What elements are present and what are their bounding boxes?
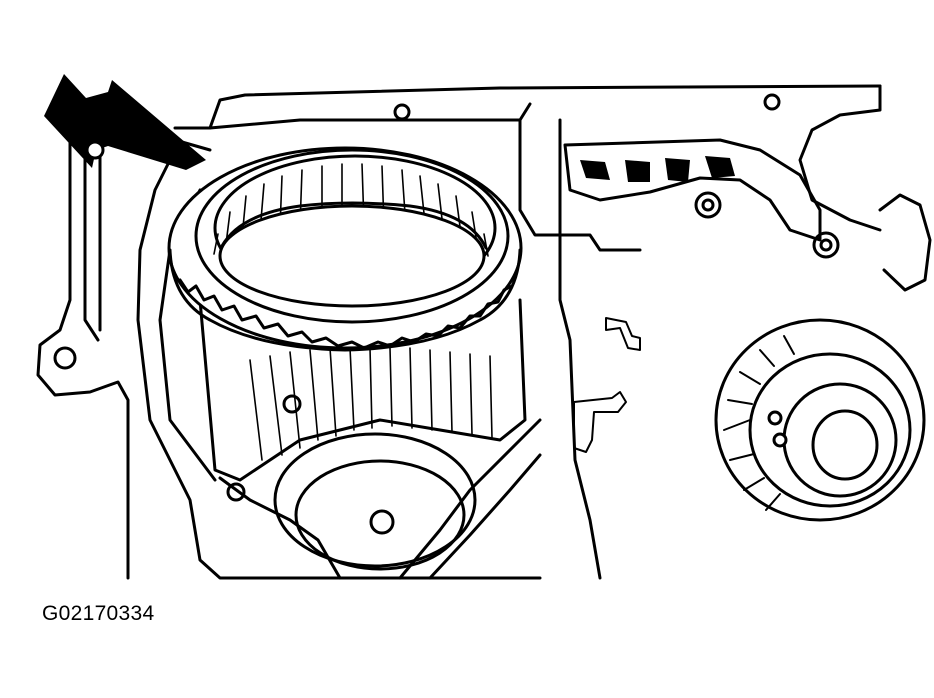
bracket-tabs xyxy=(573,317,641,453)
ribbed-casting xyxy=(563,138,822,242)
transmission-case-illustration xyxy=(36,74,932,580)
arrow-pointer-icon xyxy=(44,74,206,170)
clutch-drum xyxy=(198,298,542,580)
bolt-bosses xyxy=(53,93,840,535)
figure-code-label: G02170334 xyxy=(42,602,155,625)
toothed-ring xyxy=(167,146,523,352)
output-shaft-assembly xyxy=(714,193,932,522)
case-housing xyxy=(36,84,882,580)
